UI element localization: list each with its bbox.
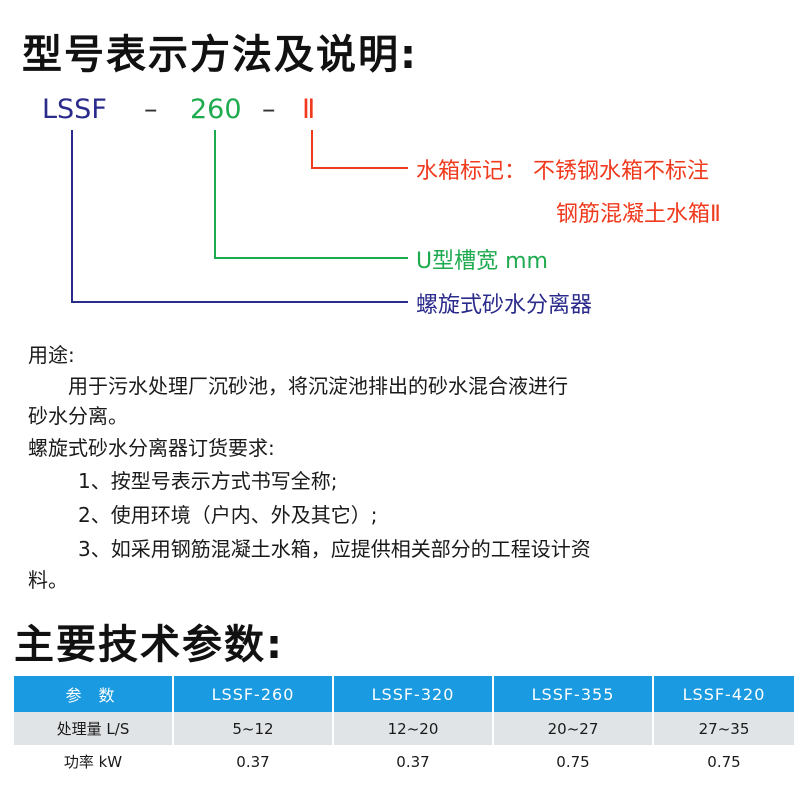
table-cell: 功率 kW: [14, 745, 172, 778]
tank-label-2: 钢筋混凝土水箱Ⅱ: [556, 202, 721, 227]
u-groove-label: U型槽宽 mm: [416, 249, 548, 274]
table-header-row: 参 数 LSSF-260 LSSF-320 LSSF-355 LSSF-420: [14, 676, 794, 712]
table-header-cell: LSSF-355: [494, 676, 652, 712]
order-item: 3、如采用钢筋混凝土水箱，应提供相关部分的工程设计资: [78, 537, 591, 561]
params-table: 参 数 LSSF-260 LSSF-320 LSSF-355 LSSF-420 …: [12, 676, 796, 778]
table-cell: 0.75: [654, 745, 794, 778]
order-heading: 螺旋式砂水分离器订货要求:: [28, 436, 275, 460]
table-cell: 27~35: [654, 712, 794, 745]
table-cell: 5~12: [174, 712, 332, 745]
table-row: 功率 kW 0.37 0.37 0.75 0.75: [14, 745, 794, 778]
table-cell: 0.75: [494, 745, 652, 778]
table-header-cell: LSSF-320: [334, 676, 492, 712]
table-header-cell: 参 数: [14, 676, 172, 712]
table-cell: 0.37: [174, 745, 332, 778]
order-item: 2、使用环境（户内、外及其它）;: [78, 503, 378, 527]
model-code-width: 260: [190, 94, 242, 125]
table-cell: 处理量 L/S: [14, 712, 172, 745]
table-row: 处理量 L/S 5~12 12~20 20~27 27~35: [14, 712, 794, 745]
bracket-lines: [71, 130, 408, 303]
separator-label: 螺旋式砂水分离器: [416, 293, 593, 318]
tank-label: 水箱标记： 不锈钢水箱不标注: [416, 159, 709, 184]
usage-line: 砂水分离。: [28, 404, 128, 428]
tank-leader-line: [311, 130, 408, 169]
table-cell: 12~20: [334, 712, 492, 745]
table-cell: 0.37: [334, 745, 492, 778]
series-leader-line: [71, 130, 408, 303]
table-header-cell: LSSF-420: [654, 676, 794, 712]
order-item: 料。: [28, 568, 68, 592]
model-code-series: LSSF: [42, 94, 107, 125]
usage-heading: 用途:: [28, 343, 75, 367]
model-title: 型号表示方法及说明:: [22, 32, 418, 78]
model-code-dash: –: [262, 94, 276, 125]
params-title: 主要技术参数:: [14, 622, 284, 668]
model-code-tank: Ⅱ: [302, 94, 316, 125]
width-leader-line: [214, 130, 408, 259]
table-header-cell: LSSF-260: [174, 676, 332, 712]
usage-line: 用于污水处理厂沉砂池，将沉淀池排出的砂水混合液进行: [68, 374, 568, 398]
table-cell: 20~27: [494, 712, 652, 745]
order-item: 1、按型号表示方式书写全称;: [78, 469, 338, 493]
model-code-dash: –: [144, 94, 158, 125]
